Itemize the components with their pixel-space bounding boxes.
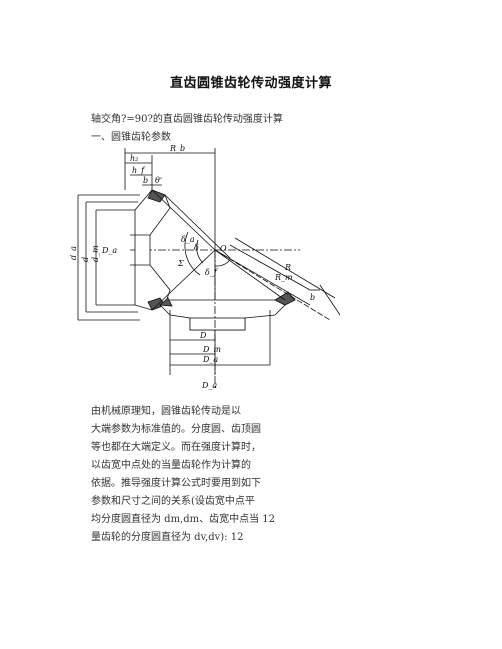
label-delta: δ bbox=[194, 243, 199, 252]
section-heading: 一、圆锥齿轮参数 bbox=[91, 132, 171, 143]
label-O: O bbox=[220, 244, 227, 253]
body-line: 依据。推导强度计算公式时要用到如下 bbox=[91, 478, 261, 489]
label-d: d bbox=[81, 257, 90, 262]
body-line: 均分度圆直径为 dm,dm、齿宽中点当 12 bbox=[91, 514, 276, 525]
label-Da: D_a bbox=[101, 246, 117, 255]
label-R: R bbox=[284, 263, 291, 272]
label-theta: θ' bbox=[155, 176, 162, 185]
body-line: 参数和尺寸之间的关系(设齿宽中点平 bbox=[91, 496, 255, 507]
label-da: d_a bbox=[70, 246, 78, 260]
body-line: 以齿宽中点处的当量齿轮作为计算的 bbox=[91, 460, 251, 471]
label-Rb: R_b bbox=[169, 144, 185, 153]
body-line: 等也都在大端定义。而在强度计算时， bbox=[91, 442, 261, 453]
label-Rm: R_m bbox=[274, 273, 293, 282]
label-hf: h_f bbox=[132, 166, 146, 175]
body-line: 大端参数为标准值的。分度圆、齿顶圆 bbox=[91, 424, 261, 435]
document-title: 直齿圆锥齿轮传动强度计算 bbox=[169, 76, 332, 91]
label-b2: b bbox=[310, 293, 315, 302]
label-Dm: D_m bbox=[202, 345, 221, 354]
intro-line: 轴交角?=90?的直齿圆锥齿轮传动强度计算 bbox=[91, 114, 283, 125]
bevel-gear-diagram: R_b h₂ h_f b θ' d_a d d_m D_a O R R_m δ_… bbox=[70, 144, 341, 390]
body-line: 量齿轮的分度圆直径为 dv,dv): 12 bbox=[91, 532, 244, 543]
label-Da2: D_a bbox=[202, 355, 218, 364]
label-delta-a: δ_a bbox=[181, 235, 195, 244]
label-dm: d_m bbox=[91, 245, 100, 262]
label-Da-bottom: D_a bbox=[201, 381, 217, 390]
body-line: 由机械原理知，圆锥齿轮传动是以 bbox=[91, 406, 241, 417]
label-D: D bbox=[199, 331, 207, 340]
label-delta-f: δ_f bbox=[205, 268, 219, 277]
label-b: b bbox=[143, 176, 148, 185]
label-sigma: Σ bbox=[177, 259, 184, 268]
label-h2: h₂ bbox=[130, 154, 138, 163]
